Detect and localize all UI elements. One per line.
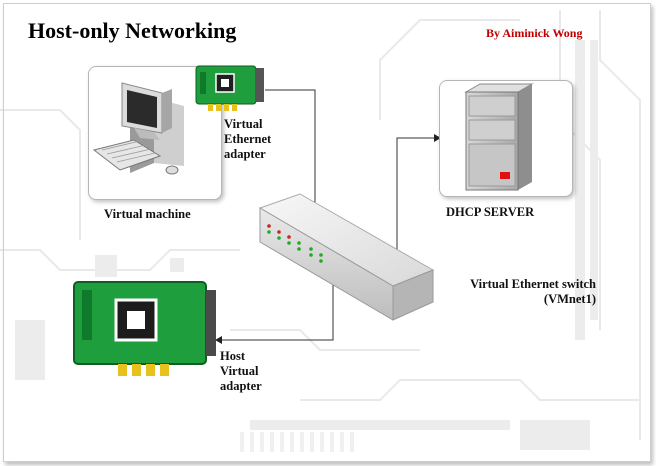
switch-label-line-2: (VMnet1) xyxy=(543,292,596,306)
adapter-label-line-3: adapter xyxy=(224,147,266,161)
author-credit: By Aiminick Wong xyxy=(486,26,583,40)
server-icon xyxy=(464,83,534,191)
host-virtual-adapter-label: Host Virtual adapter xyxy=(220,349,262,394)
adapter-label-line-2: Ethernet xyxy=(224,132,272,146)
link-switch-to-server xyxy=(396,134,441,255)
link-switch-to-host xyxy=(215,283,334,344)
virtual-ethernet-card-icon xyxy=(195,65,264,111)
ethernet-switch-icon xyxy=(258,193,435,321)
switch-label-line-1: Virtual Ethernet switch xyxy=(470,277,596,291)
link-vm-to-switch xyxy=(265,89,316,207)
diagram-title: Host-only Networking xyxy=(28,18,237,43)
host-virtual-adapter-card-icon xyxy=(73,281,216,376)
dhcp-server-label: DHCP SERVER xyxy=(446,205,535,219)
server-led xyxy=(500,172,510,179)
virtual-ethernet-adapter-label: Virtual Ethernet adapter xyxy=(224,117,271,162)
switch-label: Virtual Ethernet switch (VMnet1) xyxy=(436,277,596,307)
host-label-line-2: Virtual xyxy=(220,364,259,378)
host-label-line-3: adapter xyxy=(220,379,262,393)
adapter-label-line-1: Virtual xyxy=(224,117,263,131)
computer-icon xyxy=(92,82,184,175)
virtual-machine-label: Virtual machine xyxy=(104,207,191,221)
host-label-line-1: Host xyxy=(220,349,245,363)
